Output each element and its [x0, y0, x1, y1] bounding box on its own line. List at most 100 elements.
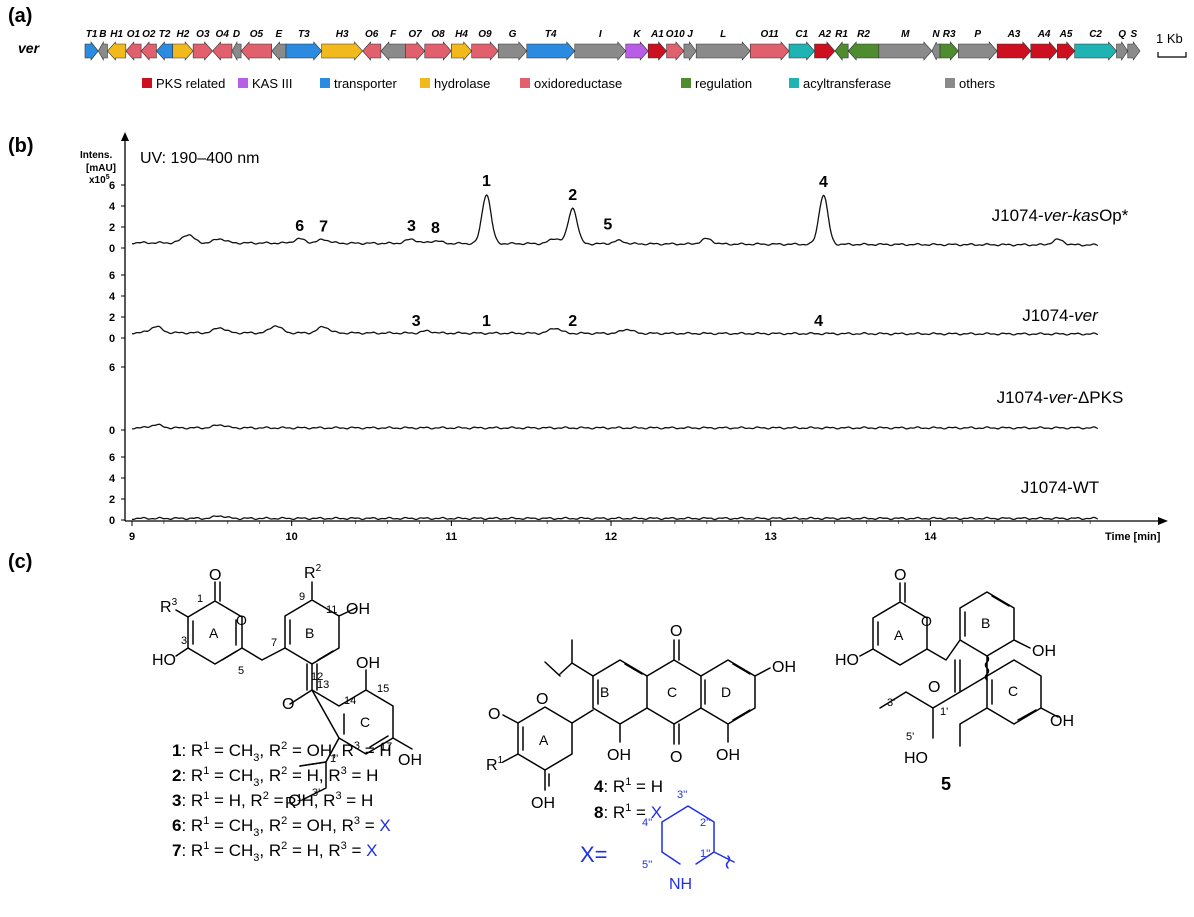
num-3p: 3': [312, 787, 320, 799]
mid-oh-right: OH: [772, 659, 796, 676]
x-group-label: X=: [580, 842, 608, 867]
gene-arrow-O7: [405, 41, 426, 61]
gene-label-H3: H3: [336, 29, 349, 40]
num-15: 15: [377, 683, 389, 695]
gene-arrow-B: [97, 40, 108, 62]
gene-label-O11: O11: [761, 29, 780, 40]
mid-ring-c: C: [667, 684, 677, 700]
gene-arrow-F: [380, 41, 406, 61]
left-r1: R1: [285, 793, 303, 812]
legend-label-regulation: regulation: [695, 76, 752, 91]
gene-arrow-T4: [526, 41, 576, 61]
trace-name: J1074-WT: [1021, 478, 1099, 497]
gene-label-O8: O8: [431, 29, 445, 40]
gene-arrow-O9: [471, 41, 499, 61]
gene-arrow-A5: [1057, 41, 1076, 61]
gene-arrow-G: [497, 41, 528, 61]
scale-bar-label: 1 Kb: [1156, 31, 1183, 46]
trace-name: J1074-ver-ΔPKS: [997, 388, 1124, 407]
legend-label-oxidoreductase: oxidoreductase: [534, 76, 622, 91]
gene-label-K: K: [633, 29, 641, 40]
peak-label-1: 1: [482, 313, 491, 330]
x-group-structure: [661, 805, 735, 869]
compound-list-left: 1: R1 = CH3, R2 = OH, R3 = H2: R1 = CH3,…: [172, 740, 392, 864]
gene-label-O4: O4: [216, 29, 230, 40]
gene-arrow-O4: [212, 41, 233, 61]
compound-5-label: 5: [941, 774, 951, 794]
left-ring-c: C: [360, 714, 370, 730]
peak-label-4: 4: [819, 174, 828, 191]
gene-label-A5: A5: [1059, 29, 1073, 40]
num-13: 13: [317, 679, 329, 691]
mid-r1: R1: [486, 755, 504, 774]
num-5pp: 5'': [642, 859, 652, 871]
bonds: [502, 639, 771, 791]
left-r1-r: R: [285, 795, 297, 812]
gene-arrow-O2: [140, 41, 157, 61]
mid-oh-b: OH: [607, 747, 631, 764]
mid-ring-b: B: [600, 684, 609, 700]
mid-oh-d: OH: [716, 747, 740, 764]
num-9: 9: [299, 591, 305, 603]
y-tick-label: 4: [109, 201, 116, 213]
gene-label-F: F: [390, 29, 397, 40]
structure-right: [859, 582, 1059, 747]
gene-label-A1: A1: [650, 29, 664, 40]
left-r2-r: R: [304, 565, 316, 582]
peak-label-3: 3: [412, 313, 421, 330]
piperidine-bonds: [661, 805, 735, 865]
gene-label-N: N: [932, 29, 940, 40]
x-nh: NH: [669, 876, 692, 893]
mid-ring-a: A: [539, 732, 549, 748]
legend-swatch-acyltransferase: [789, 78, 799, 88]
num-1p: 1': [330, 753, 338, 765]
right-ring-c: C: [1008, 683, 1018, 699]
compound-number: 4: [594, 777, 604, 796]
mid-o-lactone: O: [488, 706, 500, 723]
gene-arrow-L: [695, 41, 751, 61]
y-tick-label: 2: [109, 222, 115, 234]
gene-arrow-R1: [834, 41, 849, 61]
gene-label-E: E: [276, 29, 283, 40]
double-bonds: [192, 619, 389, 748]
peak-label-1: 1: [482, 173, 491, 190]
peak-label-6: 6: [295, 218, 304, 235]
gene-arrow-R3: [939, 41, 959, 61]
wedge-dash: [299, 761, 327, 767]
num-3: 3: [181, 635, 187, 647]
double-bonds: [522, 663, 751, 787]
structure-left: [175, 581, 413, 801]
x-tick-label-13: 13: [765, 531, 777, 543]
right-ho-c: HO: [904, 750, 928, 767]
right-ho-a: HO: [835, 652, 859, 669]
gene-arrow-O8: [424, 41, 452, 61]
peak-label-7: 7: [319, 219, 328, 236]
gene-label-T1: T1: [86, 29, 98, 40]
panel-b-label: (b): [8, 135, 34, 157]
trace-name: J1074-ver: [1022, 306, 1099, 325]
num-2pp: 2'': [700, 817, 710, 829]
gene-label-A3: A3: [1007, 29, 1021, 40]
gene-arrow-I: [574, 41, 627, 61]
gene-arrow-A1: [647, 41, 667, 61]
right-atom-numbers: 1' 3' 5': [887, 697, 948, 743]
gene-arrow-T2: [156, 41, 174, 61]
left-atom-numbers: 1 3 5 7 9 11 12 13 14 15 17 1' 3': [181, 591, 392, 799]
cluster-name: ver: [18, 40, 41, 56]
right-o-ring: O: [921, 613, 932, 629]
gene-label-B: B: [99, 29, 106, 40]
gene-label-O6: O6: [365, 29, 379, 40]
x-axis-arrow: [1158, 517, 1168, 525]
left-carbonyl-o: O: [209, 567, 221, 584]
x-tick-label-11: 11: [446, 531, 458, 543]
gene-label-T2: T2: [159, 29, 171, 40]
legend-swatch-others: [945, 78, 955, 88]
legend-swatch-regulation: [681, 78, 691, 88]
structure-middle: [502, 639, 771, 791]
compound-8-definition: 8: R1 = X: [594, 802, 662, 822]
left-r3-r: R: [160, 599, 172, 616]
gene-label-O3: O3: [196, 29, 210, 40]
left-r2: R2: [304, 563, 322, 582]
